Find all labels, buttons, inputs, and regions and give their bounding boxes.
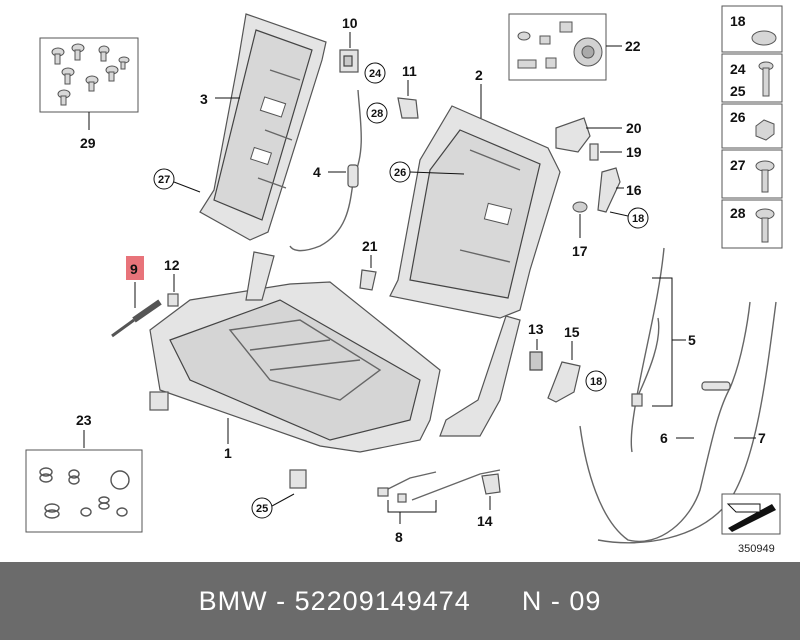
bracket-12 (167, 293, 179, 307)
footer-gap (471, 586, 522, 617)
sidebar-24: 24 (730, 61, 746, 77)
label-4: 4 (313, 164, 321, 180)
callout-18b: 18 (590, 376, 602, 388)
release-handle-20 (555, 117, 591, 153)
seat-base-1 (149, 251, 441, 489)
label-12: 12 (164, 257, 180, 273)
label-15: 15 (564, 324, 580, 340)
spring-set-box-23 (25, 449, 143, 533)
reference-arrow-icon (721, 493, 781, 535)
screw-set-box-29 (39, 37, 139, 113)
label-9: 9 (130, 261, 138, 277)
label-7: 7 (758, 430, 766, 446)
cover-16 (597, 167, 621, 213)
sidebar-18: 18 (730, 13, 746, 29)
cable-4 (289, 89, 362, 252)
sidebar-25: 25 (730, 83, 746, 99)
label-10: 10 (342, 15, 358, 31)
lock-kit-box-22 (508, 13, 607, 81)
grommet-17 (572, 201, 588, 213)
cable-8 (381, 469, 501, 501)
parts-diagram: 29 3 27 10 24 4 11 28 2 (25, 5, 783, 555)
callout-18a: 18 (632, 213, 644, 225)
cover-15 (547, 361, 581, 403)
label-11: 11 (402, 63, 417, 79)
sidebar-28: 28 (730, 205, 746, 221)
label-21: 21 (362, 238, 378, 254)
label-3: 3 (200, 91, 208, 107)
label-8: 8 (395, 529, 403, 545)
highlight-9 (126, 256, 144, 280)
callout-28: 28 (371, 108, 383, 120)
part-info-footer: BMW - 52209149474 N - 09 (0, 562, 800, 640)
label-22: 22 (625, 38, 641, 54)
reference-number: 350949 (738, 543, 775, 555)
hinge-bracket-11 (397, 97, 419, 119)
brand-name: BMW (198, 585, 268, 616)
label-2: 2 (475, 67, 483, 83)
footer-separator: - (267, 585, 295, 616)
callout-26: 26 (394, 167, 406, 179)
sidebar-parts: 18 24 25 26 27 28 (721, 5, 783, 249)
bracket-13 (529, 351, 543, 371)
callout-24: 24 (369, 68, 382, 80)
sidebar-27: 27 (730, 157, 746, 173)
backrest-frame-2 (389, 105, 561, 437)
callout-25: 25 (256, 503, 268, 515)
backrest-frame-3 (199, 13, 327, 241)
label-16: 16 (626, 182, 642, 198)
gas-strut-9 (111, 299, 162, 338)
label-6: 6 (660, 430, 668, 446)
label-17: 17 (572, 243, 588, 259)
lever-21 (359, 269, 377, 291)
label-23: 23 (76, 412, 92, 428)
label-5: 5 (688, 332, 696, 348)
label-14: 14 (477, 513, 493, 529)
latch-14 (481, 473, 501, 495)
clip-19 (589, 143, 599, 161)
label-20: 20 (626, 120, 642, 136)
label-19: 19 (626, 144, 642, 160)
label-13: 13 (528, 321, 544, 337)
label-29: 29 (80, 135, 96, 151)
callout-27: 27 (158, 174, 170, 186)
label-1: 1 (224, 445, 232, 461)
sidebar-26: 26 (730, 109, 746, 125)
part-number: 52209149474 (294, 585, 471, 616)
bracket-10 (339, 49, 359, 73)
diagram-position: N - 09 (521, 585, 602, 616)
